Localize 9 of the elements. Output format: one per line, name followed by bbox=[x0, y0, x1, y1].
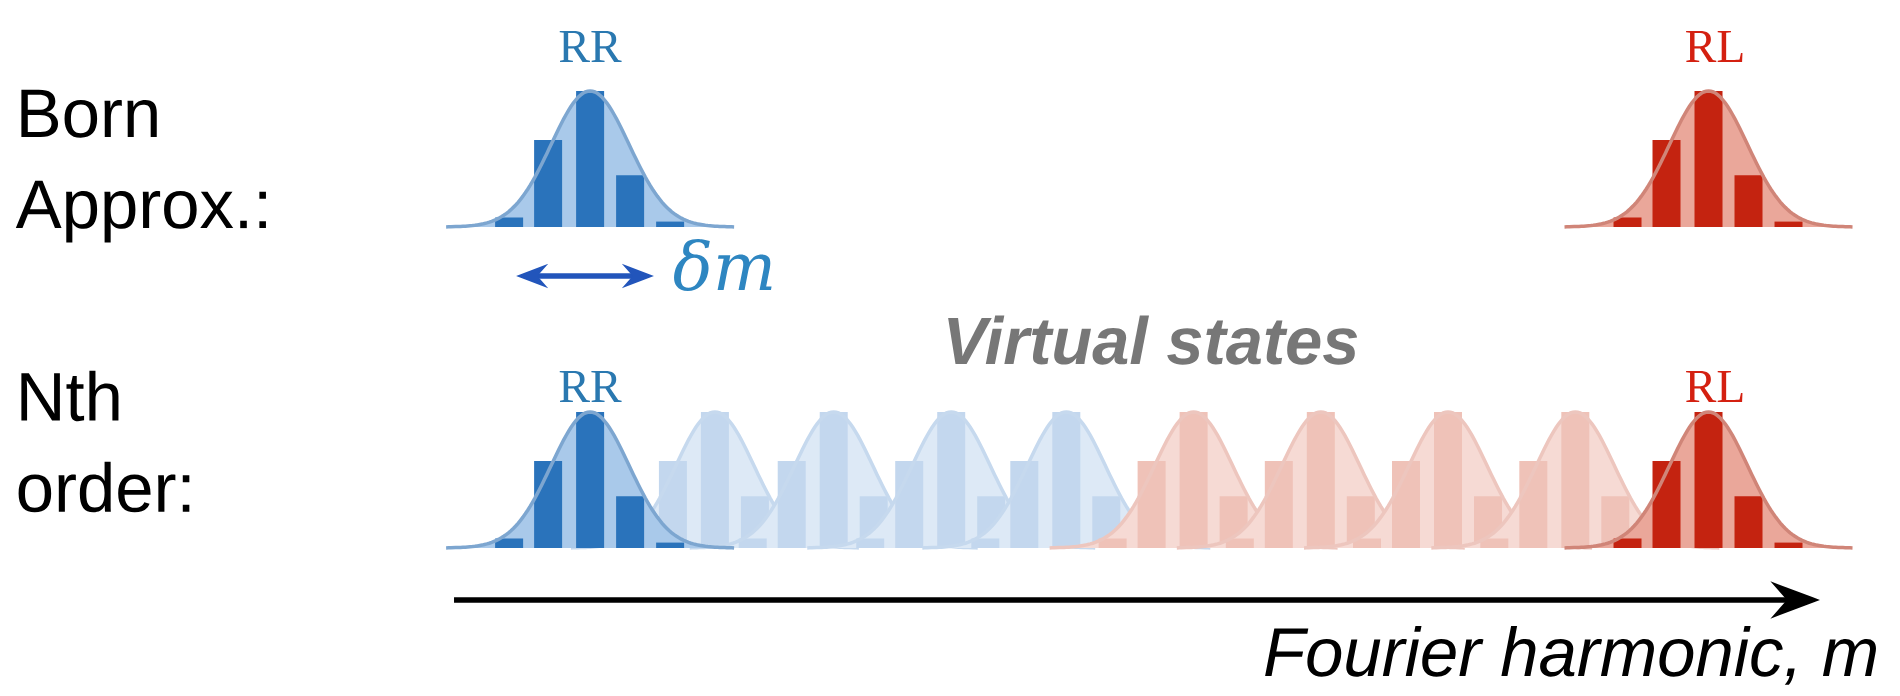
axis-label: Fourier harmonic, m bbox=[1265, 626, 1876, 685]
peak-label: RR bbox=[559, 30, 622, 62]
width-label: δm bbox=[674, 238, 772, 291]
peak-label: RL bbox=[1686, 30, 1743, 62]
annotation-label: Virtual states bbox=[948, 315, 1358, 365]
peak-label: RR bbox=[559, 370, 622, 402]
peak-label: RL bbox=[1686, 370, 1743, 402]
row-label: Nth order: bbox=[18, 370, 190, 513]
row-label: Born Approx.: bbox=[15, 89, 266, 243]
